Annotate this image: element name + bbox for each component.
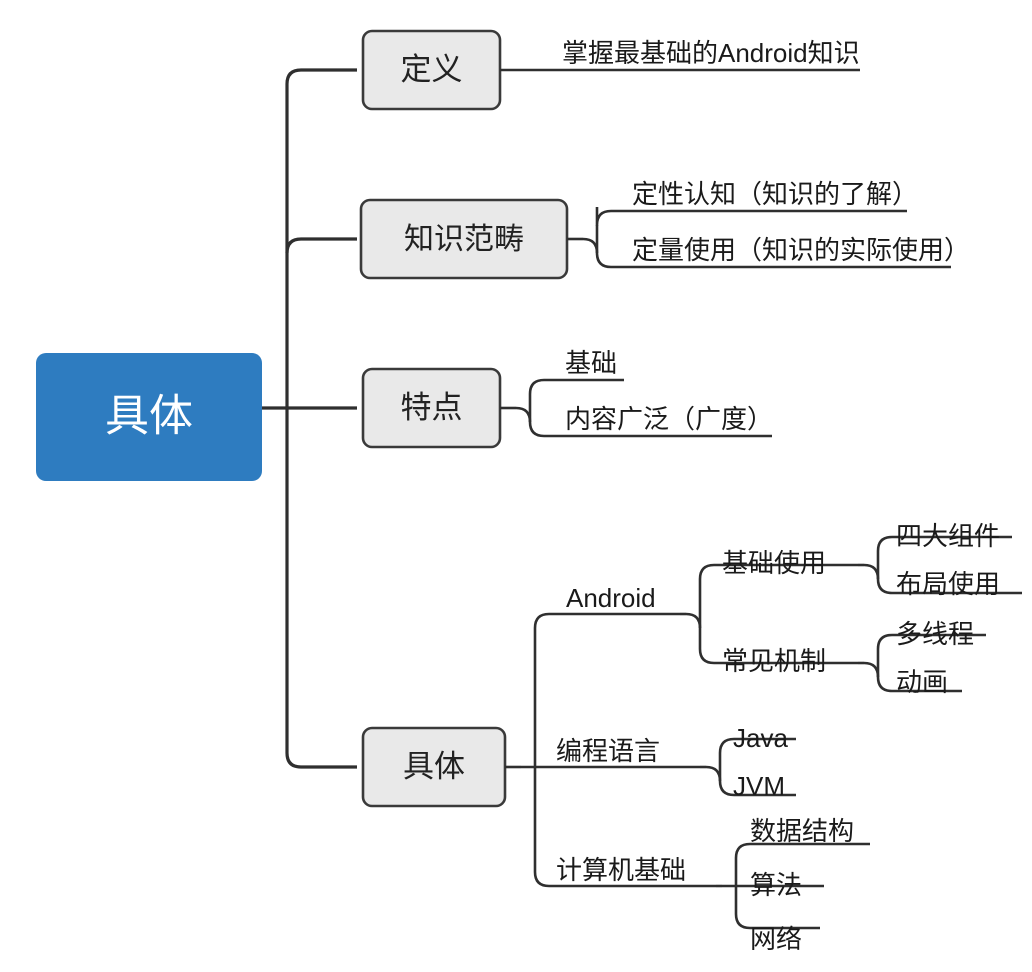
root-node-label: 具体 [105, 392, 193, 441]
leaf-label-biancheng: 编程语言 [556, 736, 660, 766]
node-box-juti[interactable]: 具体 [361, 726, 507, 808]
leaf-label-duoxiancheng: 多线程 [896, 619, 974, 649]
leaf-label-wangluo: 网络 [750, 924, 802, 954]
leaf-label-changjianjizhi: 常见机制 [722, 646, 826, 676]
edge-biancheng-fork [700, 737, 796, 797]
leaf-label-donghua: 动画 [896, 667, 948, 697]
leaf-label-shujujiegou: 数据结构 [750, 816, 854, 846]
leaf-label-jisuanji: 计算机基础 [556, 855, 686, 885]
node-label-tedian: 特点 [401, 390, 463, 425]
edge-jichushiyong-fork [858, 535, 1022, 595]
leaf-label-zhishifanchou-1: 定量使用（知识的实际使用） [632, 235, 970, 265]
node-box-tedian[interactable]: 特点 [361, 367, 502, 449]
leaf-label-suanfa: 算法 [750, 870, 802, 900]
node-label-juti: 具体 [403, 749, 465, 784]
edge-tedian-fork [500, 378, 772, 438]
main-spine-edge [285, 68, 357, 769]
root-node[interactable]: 具体 [36, 353, 262, 481]
leaf-label-android: Android [566, 583, 656, 613]
leaf-label-jichushiyong: 基础使用 [722, 548, 826, 578]
edge-jisuanji-fork [716, 842, 870, 930]
leaf-label-java: Java [733, 723, 788, 753]
leaf-label-zhishifanchou-0: 定性认知（知识的了解） [632, 179, 918, 209]
leaf-label-bujushiyong: 布局使用 [896, 569, 1000, 599]
leaf-label-sidazujian: 四大组件 [896, 521, 1000, 551]
node-label-zhishifanchou: 知识范畴 [404, 223, 524, 256]
node-box-zhishifanchou[interactable]: 知识范畴 [359, 198, 569, 280]
leaf-label-tedian-0: 基础 [565, 348, 617, 378]
edge-android-fork [680, 563, 858, 665]
leaf-label-jvm: JVM [733, 771, 785, 801]
leaf-label-dingyi-0: 掌握最基础的Android知识 [562, 38, 860, 68]
node-label-dingyi: 定义 [401, 52, 463, 87]
edge-juti-fork [505, 612, 716, 888]
edge-changjianjizhi-fork [858, 633, 986, 693]
edge-zhishifanchou-fork [567, 207, 951, 269]
node-box-dingyi[interactable]: 定义 [361, 29, 502, 111]
leaf-label-tedian-1: 内容广泛（广度） [565, 404, 773, 434]
